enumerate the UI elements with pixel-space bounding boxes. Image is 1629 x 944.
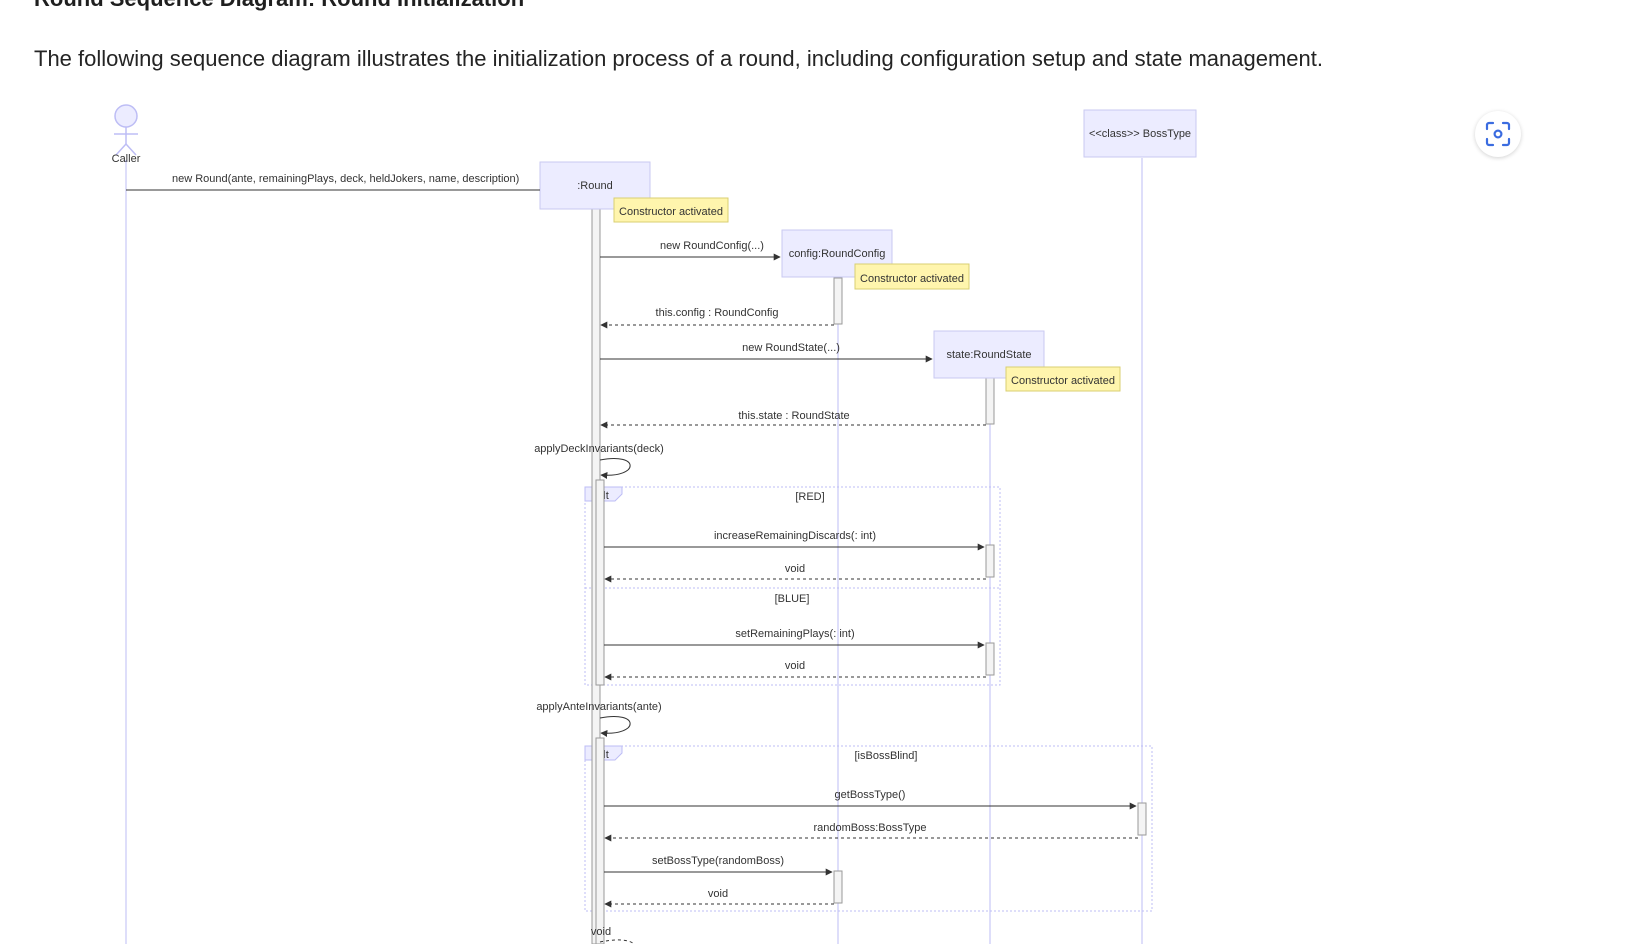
note-config-constructor: Constructor activated: [854, 263, 970, 290]
participant-boss-type-label: <<class>> BossType: [1089, 128, 1191, 140]
message-label: new RoundConfig(...): [660, 240, 764, 252]
note-state-constructor: Constructor activated: [1005, 366, 1121, 392]
round-activation: [595, 479, 605, 686]
message-new-round: new Round(ante, remainingPlays, deck, he…: [126, 173, 540, 191]
page-title: Round Sequence Diagram: Round Initializa…: [34, 0, 524, 12]
focus-view-button[interactable]: [1475, 111, 1521, 157]
note-round-constructor: Constructor activated: [613, 197, 729, 223]
message-apply-ante-invariants: applyAnteInvariants(ante): [536, 701, 662, 737]
message-set-boss-type: setBossType(randomBoss): [604, 855, 833, 876]
state-activation: [985, 377, 995, 425]
guard-is-boss-blind: [isBossBlind]: [855, 750, 918, 762]
message-new-roundstate: new RoundState(...): [600, 342, 933, 363]
actor-caller: Caller: [112, 104, 141, 165]
round-activation: [595, 737, 605, 944]
message-label: this.state : RoundState: [738, 410, 849, 422]
config-activation: [833, 277, 843, 325]
message-return-random-boss: randomBoss:BossType: [604, 822, 1138, 842]
message-return-void: void: [604, 563, 986, 583]
boss-activation: [1137, 802, 1147, 836]
message-return-void: void: [604, 888, 834, 908]
guard-blue: [BLUE]: [775, 593, 810, 605]
message-return-void-final: void: [591, 926, 635, 944]
message-label: void: [708, 888, 728, 900]
note-text: Constructor activated: [1011, 375, 1115, 387]
message-label: void: [785, 660, 805, 672]
message-label: this.config : RoundConfig: [656, 307, 779, 319]
message-label: randomBoss:BossType: [813, 822, 926, 834]
alt-fragment-deck: alt [RED] [BLUE]: [584, 486, 1001, 686]
message-label: increaseRemainingDiscards(: int): [714, 530, 876, 542]
message-label: setBossType(randomBoss): [652, 855, 784, 867]
message-label: applyAnteInvariants(ante): [536, 701, 661, 713]
message-increase-remaining-discards: increaseRemainingDiscards(: int): [604, 530, 985, 551]
message-new-roundconfig: new RoundConfig(...): [600, 240, 781, 261]
message-label: void: [591, 926, 611, 938]
message-apply-deck-invariants: applyDeckInvariants(deck): [534, 443, 664, 479]
message-return-config: this.config : RoundConfig: [600, 307, 834, 329]
message-return-state: this.state : RoundState: [600, 410, 986, 429]
state-activation: [985, 544, 995, 578]
message-label: setRemainingPlays(: int): [735, 628, 854, 640]
note-text: Constructor activated: [619, 206, 723, 218]
participant-boss-type: <<class>> BossType: [1083, 109, 1197, 158]
message-label: getBossType(): [835, 789, 906, 801]
message-return-void: void: [604, 660, 986, 681]
guard-red: [RED]: [795, 491, 824, 503]
state-activation: [985, 642, 995, 676]
participant-config-label: config:RoundConfig: [789, 248, 886, 260]
participant-caller-label: Caller: [112, 153, 141, 165]
participant-round-label: :Round: [577, 180, 612, 192]
config-activation: [833, 870, 843, 904]
message-set-remaining-plays: setRemainingPlays(: int): [604, 628, 985, 649]
message-label: new Round(ante, remainingPlays, deck, he…: [172, 173, 519, 185]
message-label: new RoundState(...): [742, 342, 840, 354]
participant-config: config:RoundConfig: [781, 229, 893, 278]
message-get-boss-type: getBossType(): [604, 789, 1137, 810]
intro-paragraph: The following sequence diagram illustrat…: [34, 46, 1323, 71]
message-label: void: [785, 563, 805, 575]
note-text: Constructor activated: [860, 273, 964, 285]
participant-state-label: state:RoundState: [946, 349, 1031, 361]
focus-scan-icon: [1485, 121, 1511, 147]
message-label: applyDeckInvariants(deck): [534, 443, 664, 455]
